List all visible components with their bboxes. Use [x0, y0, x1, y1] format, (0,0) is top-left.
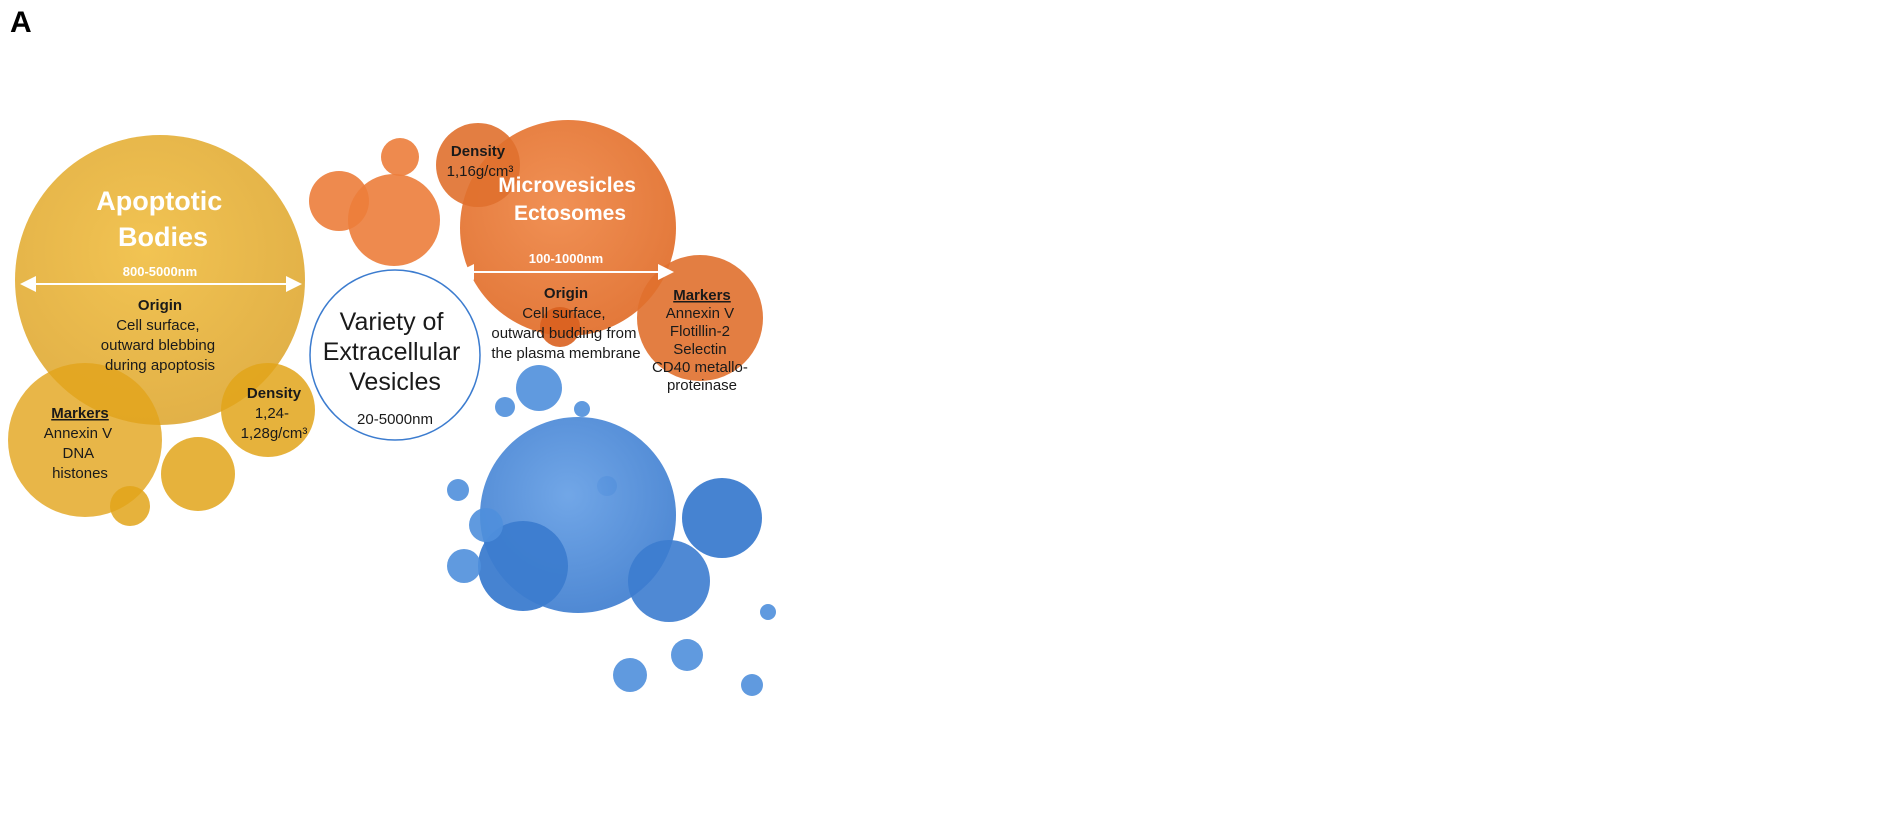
mv-tiny-bubble [540, 307, 580, 347]
mv-size: 100-1000nm [529, 251, 603, 266]
center-title: Variety of Extracellular Vesicles [323, 308, 468, 396]
apoptotic-small-bubble [161, 437, 235, 511]
exo-bubble-c [574, 401, 590, 417]
apoptotic-size: 800-5000nm [123, 264, 197, 279]
mv-bubble-b [348, 174, 440, 266]
exo-bubble-i [671, 639, 703, 671]
exo-bubble-j [741, 674, 763, 696]
mv-markers-label: Markers [673, 287, 731, 304]
mv-markers-list: Annexin V Flotillin-2 Selectin CD40 meta… [652, 305, 752, 394]
microvesicles-cluster: Microvesicles Ectosomes 100-1000nm Origi… [309, 120, 763, 394]
apoptotic-title: Apoptotic Bodies [96, 186, 230, 252]
apoptotic-markers-bubble [8, 363, 162, 517]
mv-origin-text: Cell surface, outward budding from the p… [491, 305, 640, 362]
apoptotic-origin-text: Cell surface, outward blebbing during ap… [101, 317, 219, 374]
exo-markers-bubble [628, 540, 710, 622]
center-size: 20-5000nm [357, 411, 433, 428]
mv-title: Microvesicles Ectosomes [498, 174, 642, 225]
exosomes-cluster [447, 365, 776, 696]
mv-density-value: 1,16g/cm³ [447, 163, 514, 180]
apoptotic-bodies-cluster: Apoptotic Bodies 800-5000nm Origin Cell … [8, 135, 315, 526]
exo-bubble-a [516, 365, 562, 411]
center-circle-group: Variety of Extracellular Vesicles 20-500… [309, 269, 481, 441]
exo-bubble-e [447, 479, 469, 501]
exo-bubble-g [447, 549, 481, 583]
apoptotic-origin-label: Origin [138, 297, 182, 314]
apoptotic-markers-label: Markers [51, 405, 109, 422]
apoptotic-markers-list: Annexin V DNA histones [44, 425, 117, 482]
exo-bubble-k [760, 604, 776, 620]
apoptotic-density-value: 1,24- 1,28g/cm³ [241, 405, 308, 442]
mv-density-bubble [436, 123, 520, 207]
exo-bubble-b [495, 397, 515, 417]
apoptotic-density-label: Density [247, 385, 302, 402]
panel-a-label: A [10, 6, 32, 39]
mv-markers-bubble [637, 255, 763, 381]
exo-bubble-f [469, 508, 503, 542]
mv-density-label: Density [451, 143, 506, 160]
apoptotic-density-bubble [221, 363, 315, 457]
mv-bubble-c [381, 138, 419, 176]
exo-density-bubble [478, 521, 568, 611]
mv-origin-label: Origin [544, 285, 588, 302]
exo-bubble-h [613, 658, 647, 692]
apoptotic-tiny-bubble [110, 486, 150, 526]
center-circle [309, 269, 481, 441]
exo-markers-bubble-main [682, 478, 762, 558]
